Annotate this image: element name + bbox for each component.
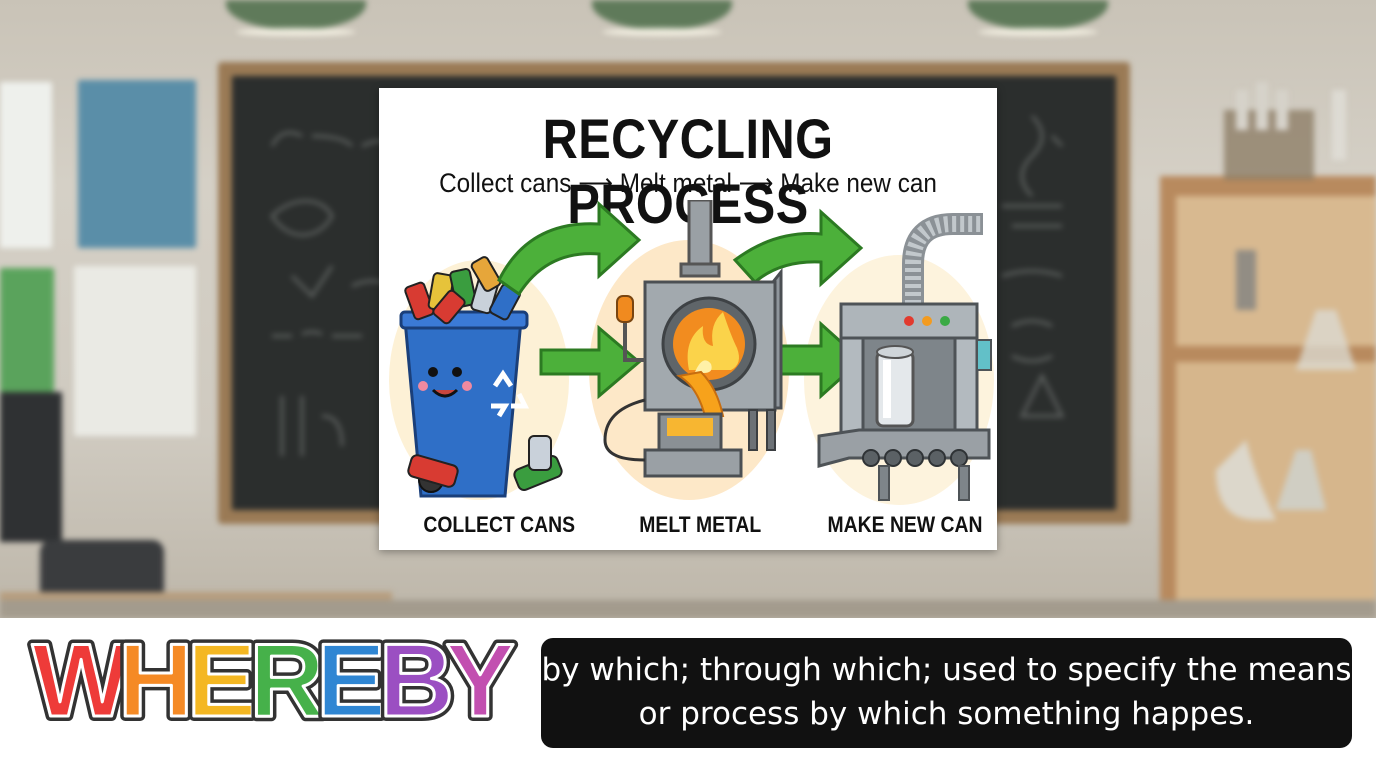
vocab-letter-outline: Y [446,623,515,730]
poster-subtitle: Collect cans ⟶ Melt metal ⟶ Make new can [439,168,937,198]
vocab-letter-outline: H [118,623,193,730]
vocab-letter-outline: B [379,623,454,730]
vocab-letter: E [187,623,256,730]
bookshelf-compartment [1176,196,1376,346]
computer-monitor [0,392,62,542]
vocab-letter-outline: R [250,623,325,730]
wall-poster [78,80,196,248]
process-illustration [389,200,994,505]
can-machine-icon [817,213,992,501]
step-label-melt: MELT METAL [639,512,762,537]
step-label-collect: COLLECT CANS [423,512,575,537]
vocab-letter: W [32,623,131,730]
wall-poster [74,266,196,436]
recycling-poster: RECYCLING PROCESS Collect cans ⟶ Melt me… [379,88,997,550]
vocab-letter-outline: E [316,623,385,730]
vocab-letter-outline: W [32,623,131,730]
recycling-bin-icon [399,256,563,498]
vocab-letter: B [379,623,454,730]
vocab-letter-outline: E [187,623,256,730]
definition-text: by which; through which; used to specify… [541,652,1352,732]
green-arrow-icon [497,200,864,400]
wall-poster [0,268,54,392]
floor [0,600,1376,618]
vocab-letter: H [118,623,193,730]
step-label-make: MAKE NEW CAN [827,512,983,537]
vocab-letter: R [250,623,325,730]
furnace-icon [603,200,783,478]
ceiling-lamp [968,0,1108,36]
ceiling-lamp [592,0,732,36]
vocab-letter: E [316,623,385,730]
lab-glassware [1216,82,1356,520]
definition-box: by which; through which; used to specify… [541,638,1352,748]
bookshelf-compartment [1176,362,1376,602]
vocab-letter: Y [446,623,515,730]
wall-poster [0,82,52,248]
ceiling-lamp [226,0,366,36]
